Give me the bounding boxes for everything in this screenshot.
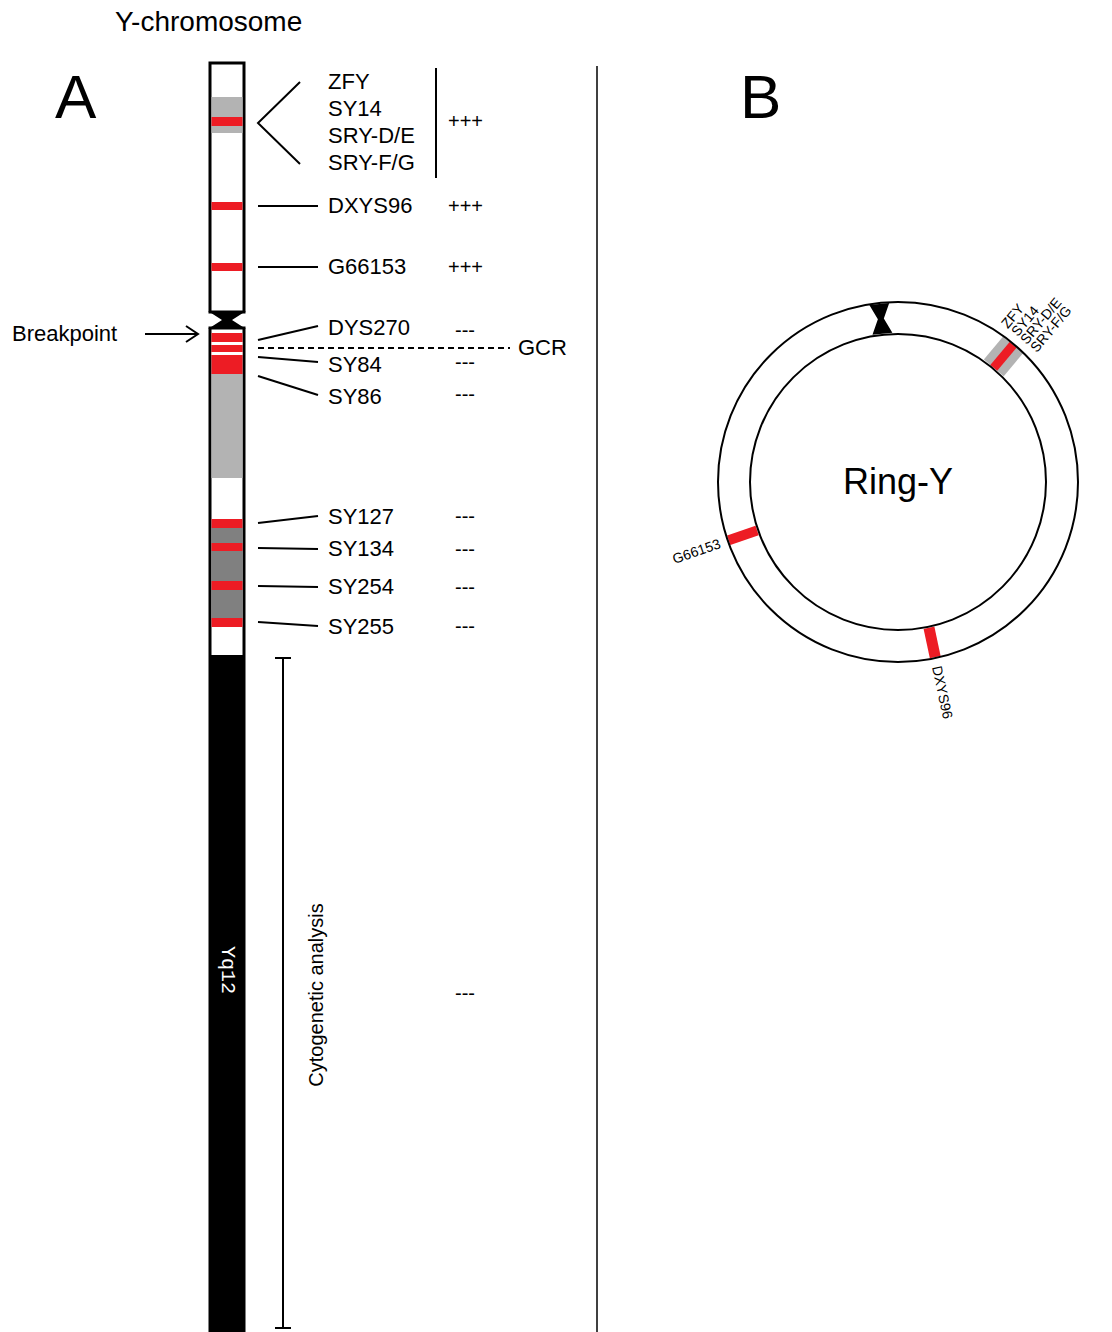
grey-band (994, 345, 1013, 368)
marker-band (212, 202, 243, 210)
grey-band (212, 374, 243, 478)
result-sign: --- (455, 577, 475, 597)
ring-chromosome: Ring-Y (716, 300, 1080, 664)
bracket (282, 658, 284, 1328)
marker-label: ZFY (328, 71, 370, 93)
marker-label: SY14 (328, 98, 382, 120)
group-bar (435, 68, 437, 178)
marker-label: SY127 (328, 506, 394, 528)
marker-label: SRY-F/G (328, 152, 415, 174)
marker-label: SY134 (328, 538, 394, 560)
panel-divider (596, 66, 598, 1332)
marker-band (212, 333, 243, 374)
chart-title: Y-chromosome (115, 8, 302, 36)
band-gap (212, 352, 243, 355)
leader-line (258, 622, 318, 626)
leader-line (258, 266, 318, 268)
result-sign: --- (455, 384, 475, 404)
result-sign: +++ (448, 196, 483, 216)
dark-band (212, 528, 243, 618)
centromere (208, 311, 246, 329)
result-sign: --- (455, 983, 475, 1003)
leader-line (258, 357, 318, 362)
leader-lines (145, 68, 510, 1328)
ring-outer (718, 302, 1078, 662)
q-arm (210, 328, 244, 1332)
marker-label: SRY-D/E (328, 125, 415, 147)
marker-band (212, 117, 243, 126)
marker-label: SY255 (328, 616, 394, 638)
breakpoint-arrow (145, 333, 197, 335)
p-arm (210, 63, 244, 312)
ring-label: Ring-Y (843, 464, 953, 500)
marker-band (929, 628, 935, 657)
marker-label: SY86 (328, 386, 382, 408)
panel-letter: B (740, 66, 781, 128)
marker-label: DXYS96 (328, 195, 412, 217)
marker-label: SY254 (328, 576, 394, 598)
leader-line (258, 376, 318, 395)
leader-line (258, 326, 318, 340)
marker-band (212, 581, 243, 590)
ring-marker-label: G66153 (671, 537, 723, 566)
marker-label: DYS270 (328, 317, 410, 339)
leader-line (258, 205, 318, 207)
centromere (869, 303, 892, 335)
result-sign: --- (455, 352, 475, 372)
region-label: GCR (518, 337, 567, 359)
marker-band (994, 345, 1013, 368)
gcr-dashed-line (258, 347, 510, 349)
marker-band (729, 531, 757, 541)
result-sign: +++ (448, 111, 483, 131)
result-sign: +++ (448, 257, 483, 277)
breakpoint-label: Breakpoint (12, 323, 117, 345)
leader-line (258, 586, 318, 587)
leader-line (258, 548, 318, 549)
ring-inner (750, 334, 1046, 630)
marker-band (212, 543, 243, 551)
marker-label: G66153 (328, 256, 406, 278)
marker-band (212, 263, 243, 271)
heterochromatin-band: Yq12 (210, 655, 244, 1332)
band-label: Yq12 (217, 946, 237, 994)
bracket-tick (275, 657, 291, 659)
band-gap (212, 342, 243, 345)
result-sign: --- (455, 616, 475, 636)
bracket-tick (275, 1327, 291, 1329)
leader-line (258, 82, 300, 164)
result-sign: --- (455, 539, 475, 559)
grey-band (212, 97, 243, 133)
bracket-label: Cytogenetic analysis (306, 903, 326, 1086)
arrow-head (186, 326, 198, 342)
result-sign: --- (455, 506, 475, 526)
leader-line (258, 516, 318, 523)
ring-marker-label: DXYS96 (930, 664, 955, 719)
marker-label: SY84 (328, 354, 382, 376)
result-sign: --- (455, 320, 475, 340)
marker-band (212, 519, 243, 528)
marker-band (212, 618, 243, 627)
panel-letter: A (55, 66, 96, 128)
